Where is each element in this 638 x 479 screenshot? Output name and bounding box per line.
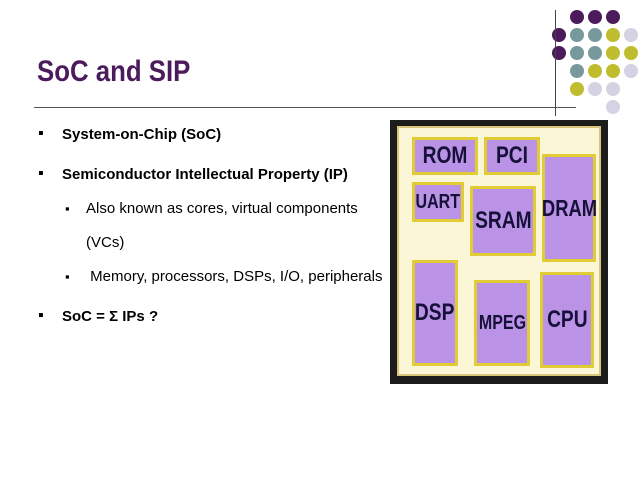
decor-dot bbox=[606, 64, 620, 78]
title-underline-rule bbox=[34, 107, 576, 108]
decor-dot bbox=[588, 10, 602, 24]
decor-dot bbox=[624, 64, 638, 78]
decor-dot bbox=[570, 82, 584, 96]
decor-dot bbox=[570, 28, 584, 42]
bullet-square-icon: ▪ bbox=[65, 269, 70, 284]
dsp-block: DSP bbox=[412, 260, 458, 366]
cpu-label: CPU bbox=[546, 306, 588, 333]
decor-dot bbox=[570, 10, 584, 24]
soc-chip-diagram: ROM PCI UART SRAM DRAM DSP MPEG CPU bbox=[390, 120, 608, 384]
decor-dot bbox=[588, 82, 602, 96]
dsp-label: DSP bbox=[415, 299, 455, 326]
pci-label: PCI bbox=[495, 142, 528, 169]
bullet-item: SoC = Σ IPs ? bbox=[62, 308, 159, 325]
sram-label: SRAM bbox=[474, 207, 532, 234]
bullet-square-icon: ▪ bbox=[65, 201, 70, 216]
sub-bullet-continuation: (VCs) bbox=[86, 234, 125, 251]
decor-dot bbox=[606, 82, 620, 96]
bullet-square-icon: ▪ bbox=[38, 125, 44, 142]
pci-block: PCI bbox=[484, 137, 540, 175]
uart-block: UART bbox=[412, 182, 464, 222]
dram-block: DRAM bbox=[541, 154, 597, 262]
dram-label: DRAM bbox=[541, 194, 597, 221]
rom-label: ROM bbox=[422, 142, 468, 169]
bullet-square-icon: ▪ bbox=[38, 165, 44, 182]
sub-bullet-item: Also known as cores, virtual components bbox=[86, 200, 358, 217]
slide-title: SoC and SIP bbox=[37, 55, 191, 88]
decor-dot bbox=[606, 10, 620, 24]
sub-bullet-item: Memory, processors, DSPs, I/O, periphera… bbox=[86, 268, 383, 285]
decor-dot bbox=[588, 64, 602, 78]
decor-dot bbox=[570, 64, 584, 78]
decor-dot bbox=[624, 28, 638, 42]
bullet-item: Semiconductor Intellectual Property (IP) bbox=[62, 166, 348, 183]
mpeg-block: MPEG bbox=[474, 280, 530, 366]
bullet-item: System-on-Chip (SoC) bbox=[62, 126, 222, 143]
decor-dot bbox=[588, 28, 602, 42]
uart-label: UART bbox=[415, 190, 461, 213]
decor-dot bbox=[624, 46, 638, 60]
decor-dot bbox=[606, 46, 620, 60]
decor-dot bbox=[570, 46, 584, 60]
decor-vertical-rule bbox=[555, 10, 556, 116]
decor-dot bbox=[606, 100, 620, 114]
mpeg-label: MPEG bbox=[478, 311, 526, 334]
decor-dot bbox=[588, 46, 602, 60]
decor-dot bbox=[606, 28, 620, 42]
bullet-square-icon: ▪ bbox=[38, 307, 44, 324]
sram-block: SRAM bbox=[470, 186, 536, 256]
rom-block: ROM bbox=[412, 137, 478, 175]
cpu-block: CPU bbox=[540, 272, 594, 368]
